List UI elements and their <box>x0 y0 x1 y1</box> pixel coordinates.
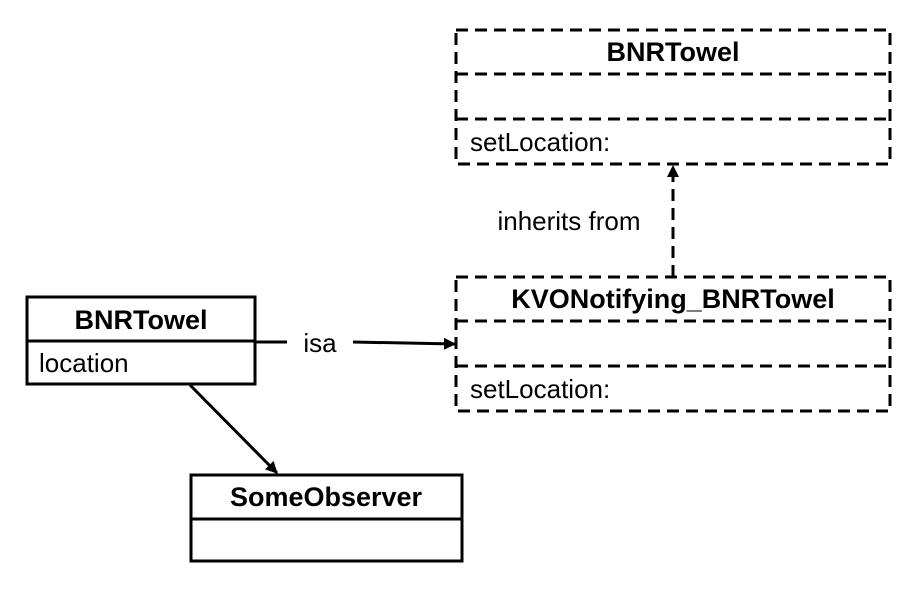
isa-label: isa <box>303 328 337 358</box>
class-box-someobserver: SomeObserver <box>189 473 464 563</box>
inherits-label: inherits from <box>497 206 640 236</box>
class-box-bnrtowel-instance: BNRTowel location <box>25 295 257 386</box>
observer-association-arrow <box>188 383 279 475</box>
superclass-name: BNRTowel <box>607 37 740 67</box>
class-box-bnrtowel-superclass: BNRTowel setLocation: <box>454 28 892 166</box>
superclass-box-border <box>454 28 892 166</box>
instance-attribute-location: location <box>39 348 129 378</box>
kvo-class-name: KVONotifying_BNRTowel <box>511 284 835 314</box>
superclass-method: setLocation: <box>470 127 610 157</box>
observer-class-name: SomeObserver <box>230 482 423 512</box>
class-box-kvo-subclass: KVONotifying_BNRTowel setLocation: <box>454 275 892 413</box>
kvo-method: setLocation: <box>470 374 610 404</box>
isa-arrow <box>352 337 456 350</box>
instance-class-name: BNRTowel <box>75 305 208 335</box>
